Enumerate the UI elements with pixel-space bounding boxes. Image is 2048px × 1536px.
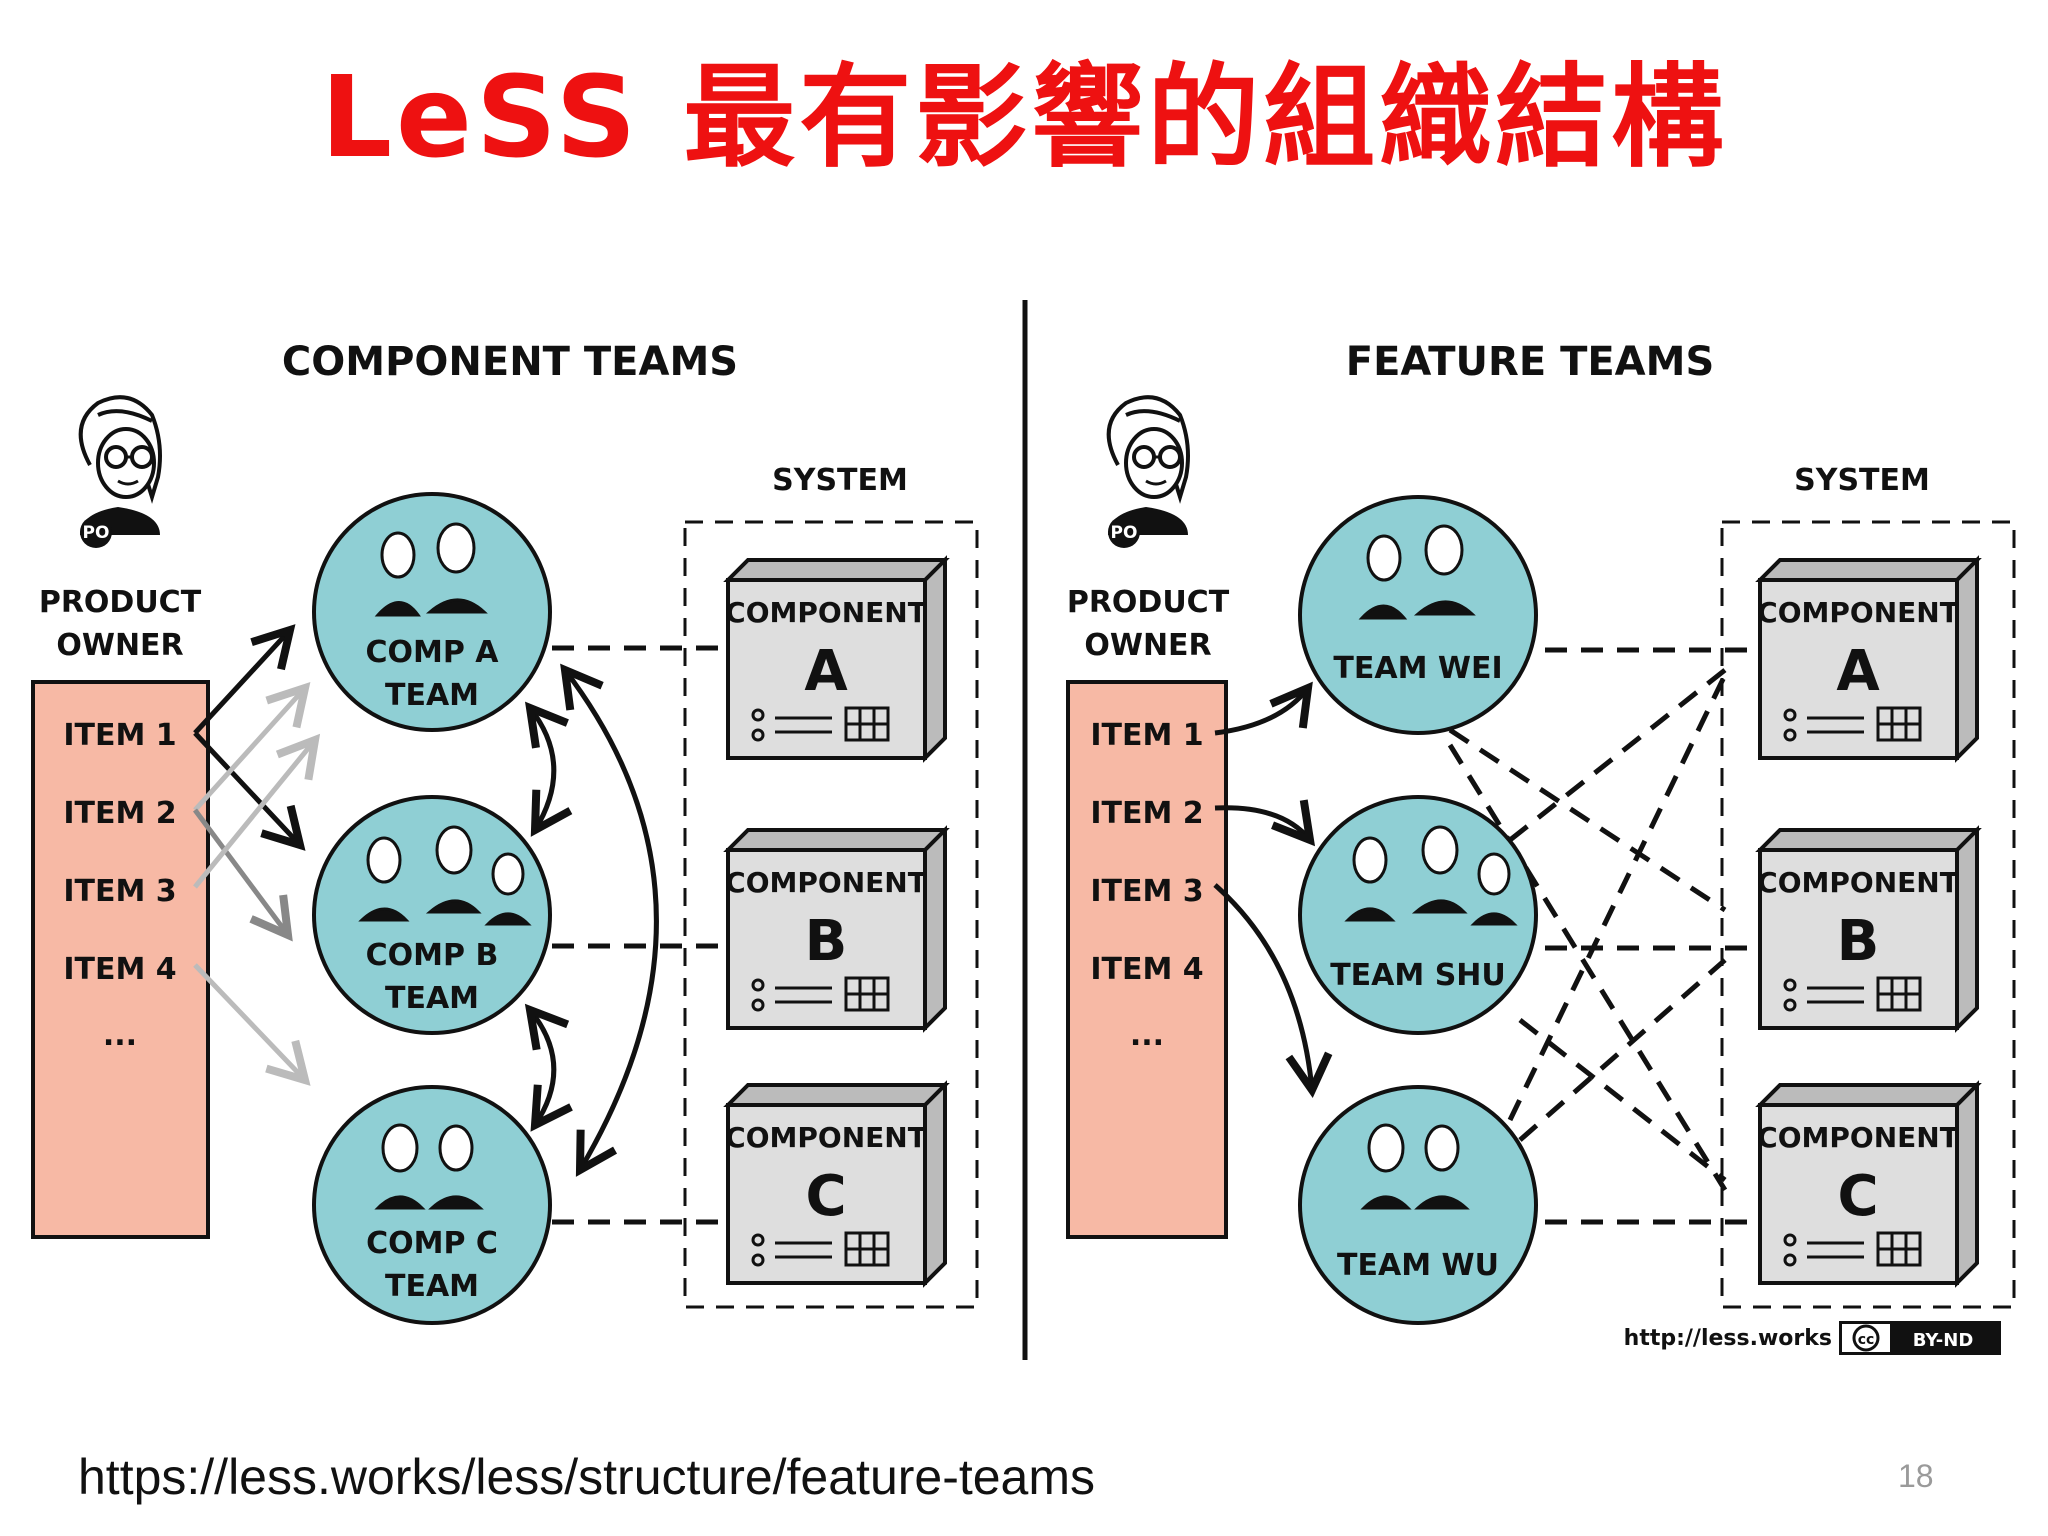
product-backlog: [31, 680, 210, 1239]
slide-title: LeSS 最有影響的組織結構: [320, 53, 1728, 183]
cc-icon: [1852, 1324, 1880, 1352]
backlog-item: ...: [1130, 1018, 1164, 1053]
team-comp-c: COMP C TEAM: [312, 1085, 552, 1325]
team-label-line1: COMP C: [366, 1226, 498, 1261]
component-a-box: COMPONENT A: [1755, 555, 1982, 763]
component-b-box: COMPONENT B: [1755, 825, 1982, 1033]
team-members-icon: [374, 522, 488, 617]
team-component-links: [552, 645, 728, 1225]
team-wei: TEAM WEI: [1298, 495, 1538, 735]
component-word: COMPONENT: [725, 866, 927, 899]
team-members-icon: [358, 825, 532, 926]
team-members-icon: [1358, 524, 1476, 620]
component-panel-icon: [751, 706, 890, 742]
component-word: COMPONENT: [725, 1121, 927, 1154]
product-owner-label-line2: OWNER: [1084, 628, 1211, 663]
team-label-line2: TEAM: [385, 1269, 479, 1304]
team-comp-a: COMP A TEAM: [312, 492, 552, 732]
backlog-item: ITEM 1: [63, 718, 176, 753]
backlog-item: ITEM 2: [1090, 796, 1203, 831]
team-label: TEAM WU: [1337, 1248, 1499, 1283]
backlog-item: ITEM 4: [63, 952, 176, 987]
team-comp-b: COMP B TEAM: [312, 795, 552, 1035]
product-backlog: [1066, 680, 1228, 1239]
backlog-item: ITEM 3: [63, 874, 176, 909]
team-shu: TEAM SHU: [1298, 795, 1538, 1035]
component-panel-icon: [1783, 706, 1922, 742]
component-letter: A: [804, 639, 848, 704]
product-owner-label-line1: PRODUCT: [1067, 585, 1230, 620]
product-owner-figure: PO: [1106, 395, 1190, 548]
component-panel-icon: [1783, 1231, 1922, 1267]
component-c-box: COMPONENT C: [723, 1080, 950, 1288]
team-label: TEAM SHU: [1330, 958, 1506, 993]
component-panel-icon: [1783, 976, 1922, 1012]
team-label-line2: TEAM: [385, 981, 479, 1016]
product-owner-label-line2: OWNER: [56, 628, 183, 663]
system-label: SYSTEM: [772, 463, 908, 498]
backlog-to-team-arrows: [192, 624, 321, 1086]
team-label: TEAM WEI: [1333, 651, 1502, 686]
component-word: COMPONENT: [1757, 596, 1959, 629]
component-teams-heading: COMPONENT TEAMS: [282, 339, 738, 385]
component-c-box: COMPONENT C: [1755, 1080, 1982, 1288]
component-teams-section: COMPONENT TEAMS PO PRODUCT OWNER ITEM 1 …: [31, 339, 979, 1325]
po-badge: PO: [1111, 523, 1138, 543]
team-members-icon: [1344, 825, 1518, 926]
component-letter: B: [805, 909, 848, 974]
team-component-links: [1447, 647, 1760, 1225]
component-panel-icon: [751, 1231, 890, 1267]
component-word: COMPONENT: [725, 596, 927, 629]
component-word: COMPONENT: [1757, 1121, 1959, 1154]
system-label: SYSTEM: [1794, 463, 1930, 498]
backlog-item: ITEM 2: [63, 796, 176, 831]
credit-url: http://less.works: [1624, 1326, 1832, 1351]
backlog-item: ITEM 3: [1090, 874, 1203, 909]
feature-teams-heading: FEATURE TEAMS: [1346, 339, 1715, 385]
team-wu: TEAM WU: [1298, 1085, 1538, 1325]
team-label-line1: COMP A: [365, 635, 499, 670]
component-letter: B: [1837, 909, 1880, 974]
cc-license-badge: cc BY-ND: [1839, 1321, 2001, 1355]
component-letter: C: [805, 1164, 846, 1229]
component-a-box: COMPONENT A: [723, 555, 950, 763]
backlog-to-team-arrows: [1213, 681, 1333, 1099]
po-badge: PO: [83, 523, 110, 543]
component-letter: C: [1837, 1164, 1878, 1229]
cc-mark: cc: [1858, 1332, 1875, 1348]
component-b-box: COMPONENT B: [723, 825, 950, 1033]
backlog-item: ITEM 1: [1090, 718, 1203, 753]
component-letter: A: [1836, 639, 1880, 704]
component-panel-icon: [751, 976, 890, 1012]
team-label-line1: COMP B: [366, 938, 499, 973]
page-number: 18: [1898, 1458, 1934, 1494]
team-members-icon: [374, 1123, 484, 1210]
backlog-item: ITEM 4: [1090, 952, 1203, 987]
source-url: https://less.works/less/structure/featur…: [78, 1449, 1096, 1505]
team-label-line2: TEAM: [385, 678, 479, 713]
coordination-arrows: [524, 663, 659, 1177]
feature-teams-section: FEATURE TEAMS PO PRODUCT OWNER ITEM 1 IT…: [1066, 339, 2016, 1355]
backlog-item: ...: [103, 1018, 137, 1053]
product-owner-figure: PO: [78, 395, 162, 548]
product-owner-label-line1: PRODUCT: [39, 585, 202, 620]
component-word: COMPONENT: [1757, 866, 1959, 899]
license-label: BY-ND: [1913, 1330, 1974, 1351]
team-members-icon: [1360, 1123, 1470, 1210]
